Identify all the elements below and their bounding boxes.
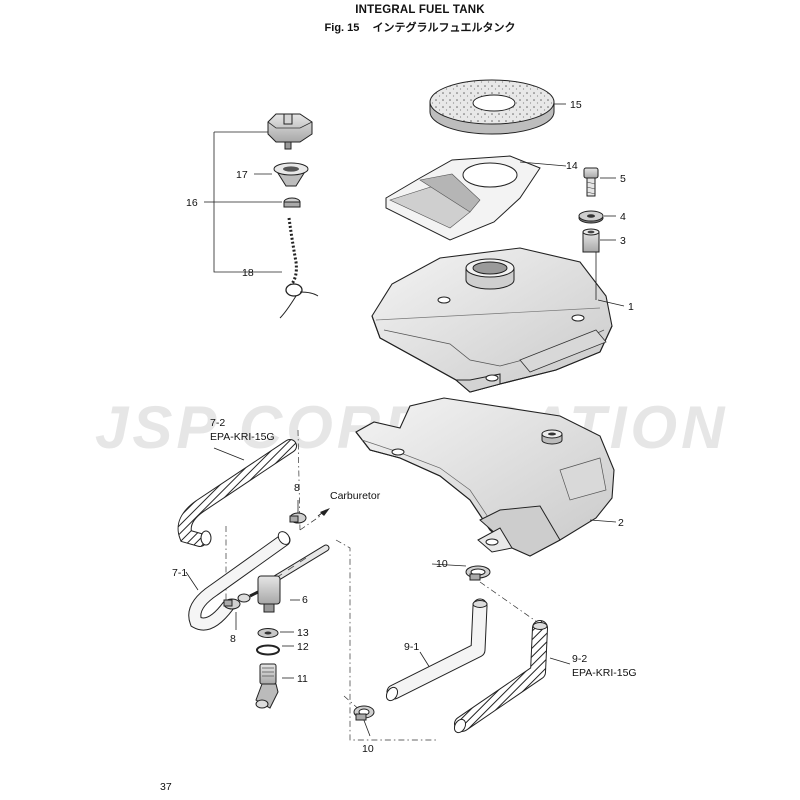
carburetor-label: Carburetor [330, 490, 381, 502]
part-9-1-fuel-hose [385, 598, 488, 702]
callout-6: 6 [302, 594, 308, 606]
part-18-cap-chain [279, 217, 319, 319]
part-15-foam-filter [429, 79, 555, 135]
part-16-fuel-cap [267, 113, 313, 150]
figure-title-jp: インテグラルフュエルタンク [372, 22, 516, 34]
callout-labels: 15 14 5 4 3 1 2 17 16 18 7-2 EPA-KRI-15G… [172, 99, 637, 755]
callout-7-1: 7-1 [172, 567, 187, 579]
leader-lines [185, 103, 625, 737]
callout-13: 13 [297, 627, 309, 639]
part-1-upper-tank [371, 247, 613, 393]
callout-3: 3 [620, 235, 626, 247]
callout-8-upper: 8 [294, 482, 300, 494]
callout-10-upper: 10 [436, 558, 448, 570]
title-block: INTEGRAL FUEL TANK Fig. 15 インテグラルフュエルタンク [0, 4, 800, 35]
part-8-hose-clamp-lower [223, 598, 241, 610]
part-11-drain-fitting [255, 663, 279, 709]
callout-14: 14 [566, 160, 578, 172]
callout-2: 2 [618, 517, 624, 529]
part-13-washer [257, 628, 279, 638]
part-10-hose-clamp-lower [353, 705, 375, 721]
callout-1: 1 [628, 301, 634, 313]
page-title: INTEGRAL FUEL TANK [355, 4, 485, 16]
cap-clip [283, 197, 301, 208]
part-7-2-braided-hose [177, 439, 297, 547]
hose-spec-7-2: EPA-KRI-15G [210, 431, 275, 443]
callout-11: 11 [297, 673, 308, 685]
callout-7-2: 7-2 [210, 417, 225, 429]
callout-15: 15 [570, 99, 582, 111]
part-7-1-fuel-hose [188, 531, 291, 631]
part-12-o-ring [256, 644, 280, 656]
part-14-gasket [385, 155, 541, 241]
part-5-bolt [583, 167, 599, 197]
figure-number: Fig. 15 [324, 22, 360, 34]
figure-caption: Fig. 15 インテグラルフュエルタンク [40, 19, 800, 35]
part-17-cap-gasket [273, 162, 309, 187]
callout-10-lower: 10 [362, 743, 374, 755]
callout-9-1: 9-1 [404, 641, 419, 653]
callout-12: 12 [297, 641, 309, 653]
part-8-hose-clamp-upper [289, 512, 307, 524]
hose-spec-9-2: EPA-KRI-15G [572, 667, 637, 679]
part-3-collar [582, 228, 600, 253]
part-4-washer [578, 210, 604, 224]
callout-4: 4 [620, 211, 626, 223]
part-6-fuel-cock [237, 544, 330, 613]
callout-8-lower: 8 [230, 633, 236, 645]
part-10-hose-clamp-upper [465, 565, 491, 581]
callout-17: 17 [236, 169, 248, 181]
page-number: 37 [160, 781, 172, 793]
part-9-2-braided-hose [453, 620, 548, 734]
callout-18: 18 [242, 267, 254, 279]
callout-9-2: 9-2 [572, 653, 587, 665]
callout-16: 16 [186, 197, 198, 209]
callout-5: 5 [620, 173, 626, 185]
carburetor-arrow-icon [320, 508, 330, 516]
part-2-lower-tank [355, 397, 615, 557]
